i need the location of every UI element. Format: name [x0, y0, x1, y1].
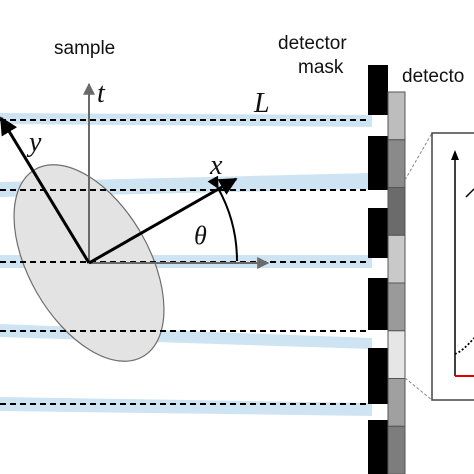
inset-y-arrowhead [451, 150, 459, 160]
detector-mask-label-line2: mask [298, 57, 344, 78]
x-axis-arrow [88, 177, 238, 265]
detector-label: detecto [402, 66, 464, 87]
mask-segment [368, 278, 388, 330]
beam-4 [0, 324, 372, 349]
detector-mask-label-line1: detector [278, 33, 347, 54]
x-axis-label: x [209, 150, 223, 181]
detector-pixel [387, 378, 406, 427]
detector-mask [368, 65, 388, 474]
mask-segment [368, 208, 388, 258]
detector-pixel [387, 425, 406, 474]
beam-5 [0, 397, 372, 416]
mask-segment [368, 348, 388, 404]
inset-curve [454, 337, 474, 355]
detector-pixel [387, 282, 406, 332]
mask-segment [368, 420, 388, 474]
t-axis-label: t [97, 78, 106, 109]
detector-pixel [387, 187, 406, 236]
detector-pixel [387, 234, 406, 284]
inset-tick [465, 188, 474, 198]
theta-arc [207, 175, 238, 262]
mask-segment [368, 136, 388, 190]
detector-pixel [387, 139, 406, 189]
detector-pixel [387, 330, 406, 380]
inset-plot [404, 132, 474, 401]
distance-L-label: L [253, 88, 270, 119]
sample-label: sample [54, 38, 115, 59]
inset-connector-top [404, 132, 433, 181]
inset-connector-bottom [404, 377, 433, 401]
y-axis-label: y [26, 127, 42, 158]
mask-segment [368, 65, 388, 115]
y-axis-arrow [0, 116, 91, 264]
detector-column [387, 91, 406, 474]
inset-frame [431, 132, 474, 401]
detector-pixel [387, 91, 406, 141]
theta-label: θ [194, 221, 207, 250]
